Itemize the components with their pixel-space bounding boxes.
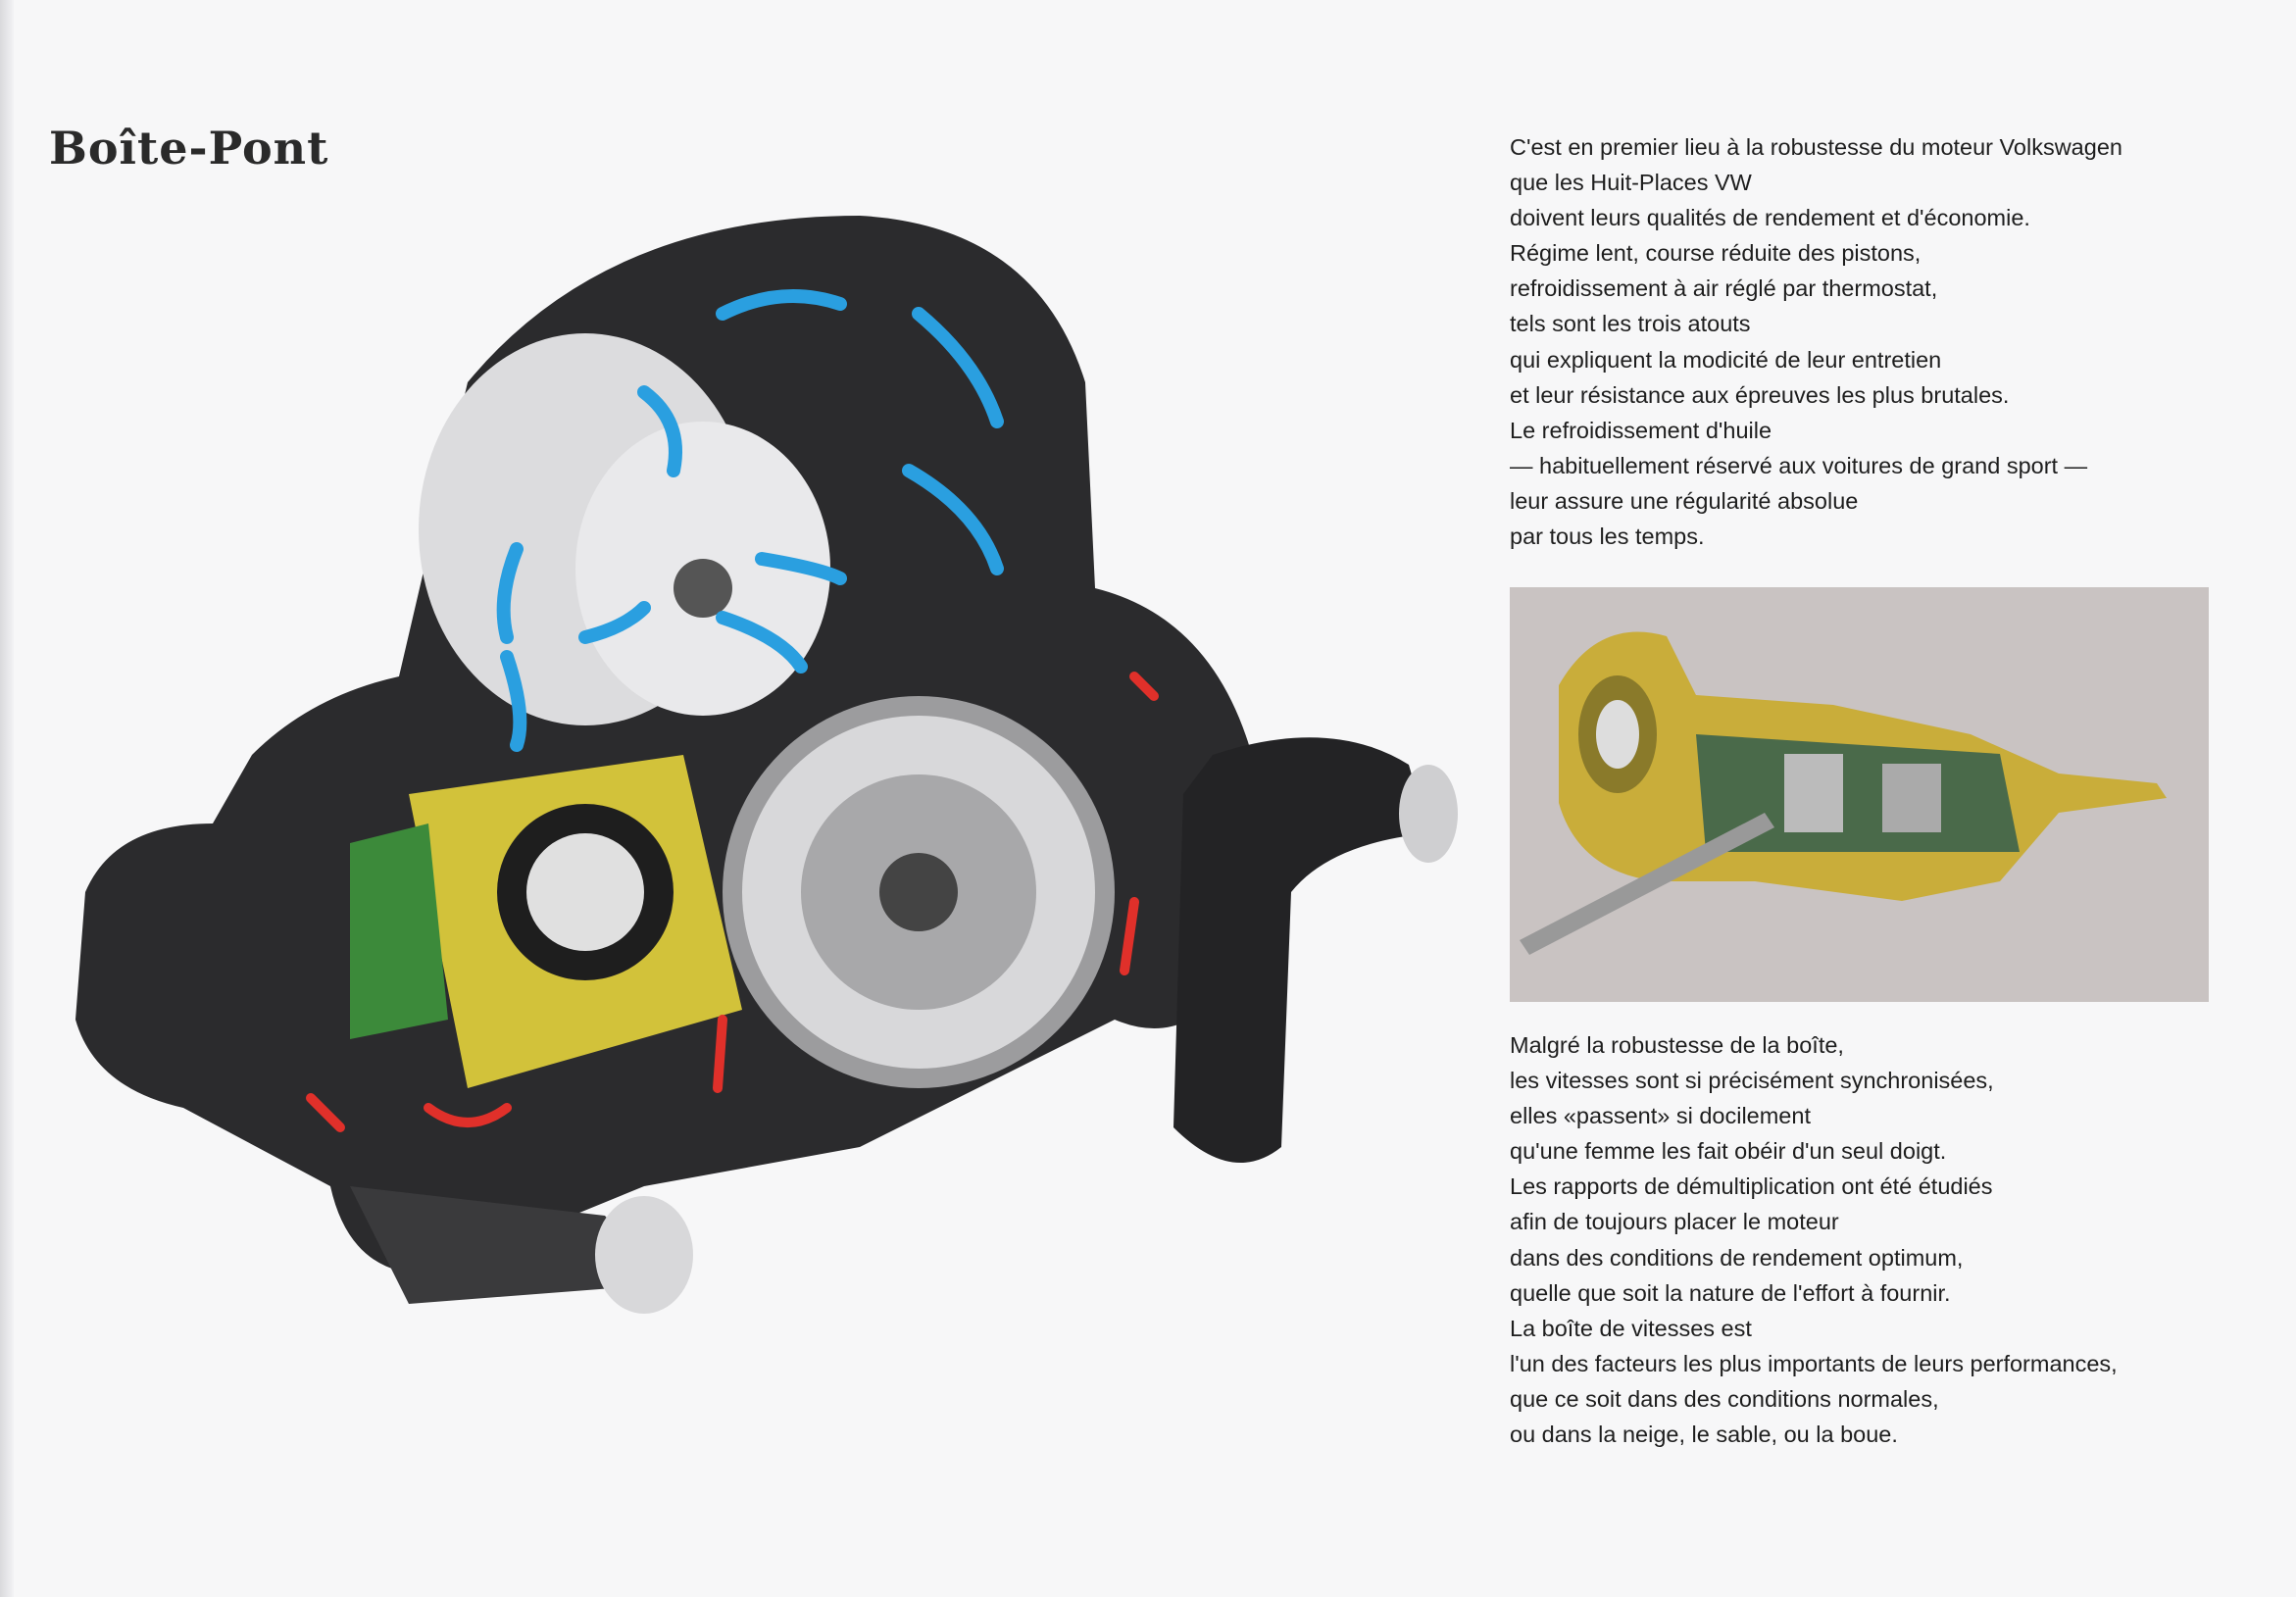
text-line: leur assure une régularité absolue — [1510, 487, 1859, 514]
airflow-arrows — [496, 289, 1004, 752]
text-line: Le refroidissement d'huile — [1510, 417, 1772, 443]
text-line: qu'une femme les fait obéir d'un seul do… — [1510, 1138, 1947, 1165]
text-line: afin de toujours placer le moteur — [1510, 1209, 1839, 1235]
text-line: doivent leurs qualités de rendement et d… — [1510, 205, 2030, 231]
text-line: ou dans la neige, le sable, ou la boue. — [1510, 1422, 1898, 1448]
text-line: tels sont les trois atouts — [1510, 311, 1751, 337]
gearbox-cutaway-photo — [1510, 587, 2209, 1002]
text-line: — habituellement réservé aux voitures de… — [1510, 452, 2088, 478]
engine-description-text: C'est en premier lieu à la robustesse du… — [1510, 129, 2122, 554]
text-line: que ce soit dans des conditions normales… — [1510, 1385, 1939, 1412]
text-line: Régime lent, course réduite des pistons, — [1510, 240, 1922, 267]
text-line: refroidissement à air réglé par thermost… — [1510, 275, 1938, 302]
page-title: Boîte-Pont — [49, 122, 329, 175]
text-line: elles «passent» si docilement — [1510, 1103, 1811, 1129]
text-line: l'un des facteurs les plus importants de… — [1510, 1350, 2118, 1376]
text-line: C'est en premier lieu à la robustesse du… — [1510, 134, 2122, 160]
oilflow-arrows — [306, 672, 1159, 1132]
text-line: les vitesses sont si précisément synchro… — [1510, 1068, 1994, 1094]
text-line: Malgré la robustesse de la boîte, — [1510, 1032, 1844, 1058]
gearbox-illustration — [1520, 631, 2167, 955]
engine-cutaway-illustration — [75, 216, 1458, 1314]
text-line: La boîte de vitesses est — [1510, 1315, 1752, 1341]
text-line: que les Huit-Places VW — [1510, 170, 1752, 196]
text-line: qui expliquent la modicité de leur entre… — [1510, 346, 1942, 373]
text-line: Les rapports de démultiplication ont été… — [1510, 1173, 1993, 1200]
text-line: et leur résistance aux épreuves les plus… — [1510, 381, 2010, 408]
page-fold-edge — [0, 0, 14, 1597]
gearbox-description-text: Malgré la robustesse de la boîte, les vi… — [1510, 1027, 2118, 1452]
engine-body — [75, 216, 1458, 1314]
text-line: quelle que soit la nature de l'effort à … — [1510, 1279, 1951, 1306]
text-line: par tous les temps. — [1510, 524, 1705, 550]
text-line: dans des conditions de rendement optimum… — [1510, 1244, 1964, 1271]
